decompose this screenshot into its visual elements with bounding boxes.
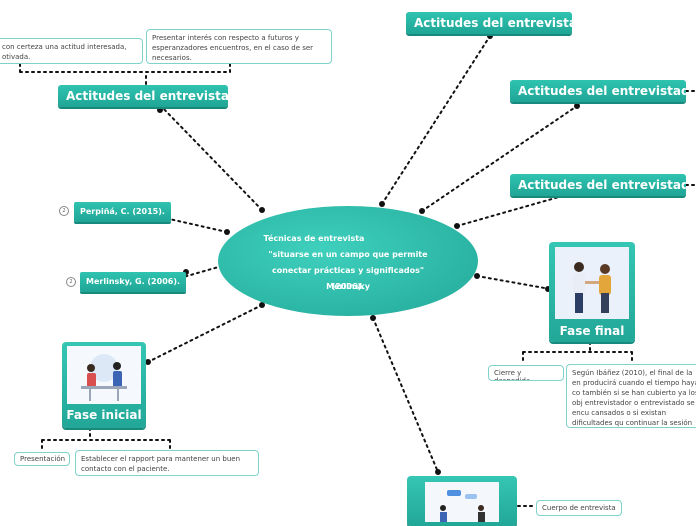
topic-actitudes-entrevistado-top[interactable]: Actitudes del entrevistado xyxy=(406,12,572,34)
attachment-count-badge: 2 xyxy=(66,277,76,287)
central-line-1: "situarse en un campo que permite xyxy=(268,250,428,259)
note-rapport[interactable]: Establecer el rapport para mantener un b… xyxy=(75,450,259,476)
note-ibanez[interactable]: Según Ibáñez (2010), el final de la en p… xyxy=(566,364,696,428)
meeting-illustration xyxy=(67,346,141,404)
interview-illustration xyxy=(425,482,499,522)
note-cierre-despedida[interactable]: Cierre y despedida xyxy=(488,365,564,381)
central-line-3: (2006). xyxy=(331,282,365,291)
card-fase-final-label: Fase final xyxy=(559,324,625,338)
note-actitud-interesada[interactable]: con certeza una actitud interesada, otiv… xyxy=(0,38,143,64)
note-line-2: otivada. xyxy=(2,53,31,61)
handshake-illustration xyxy=(555,247,629,319)
topic-actitudes-entrevistador-upper[interactable]: Actitudes del entrevistador xyxy=(510,80,686,102)
attachment-count-badge: 2 xyxy=(59,206,69,216)
central-line-2: conectar prácticas y significados" Merli… xyxy=(271,266,424,291)
ref-perpina[interactable]: Perpiñá, C. (2015). xyxy=(74,202,171,222)
note-cuerpo-entrevista[interactable]: Cuerpo de entrevista xyxy=(536,500,622,516)
card-bottom-partial[interactable] xyxy=(407,476,517,526)
ref-merlinsky[interactable]: Merlinsky, G. (2006). xyxy=(80,272,187,292)
topic-actitudes-entrevistador-lower[interactable]: Actitudes del entrevistador xyxy=(510,174,686,196)
card-fase-final[interactable]: Fase final xyxy=(549,242,635,342)
note-line-1: con certeza una actitud interesada, xyxy=(2,43,127,51)
note-presentar-interes[interactable]: Presentar interés con respecto a futuros… xyxy=(146,29,332,64)
central-title: Técnicas de entrevista xyxy=(263,234,365,243)
card-fase-inicial[interactable]: Fase inicial xyxy=(62,342,146,428)
central-topic[interactable] xyxy=(218,206,478,316)
card-fase-inicial-label: Fase inicial xyxy=(66,408,142,422)
note-presentacion[interactable]: Presentación xyxy=(14,452,70,466)
topic-actitudes-entrevistado-left[interactable]: Actitudes del entrevistado xyxy=(58,85,228,107)
